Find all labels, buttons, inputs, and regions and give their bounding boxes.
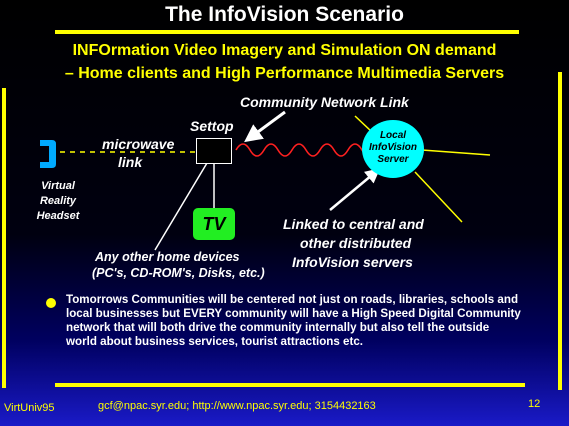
server-label-3: Server [377,154,409,165]
server-label-2: InfoVision [369,142,417,153]
settop-box [196,138,232,164]
headset-label-1: Virtual [41,180,75,192]
bullet-paragraph: Tomorrows Communities will be centered n… [66,293,521,348]
slide-title: The InfoVision Scenario [165,3,404,26]
settop-devices-line [154,162,208,251]
footer-left: VirtUniv95 [4,402,55,414]
linked-label-2: other distributed [300,235,412,251]
bottom-bar [55,383,525,387]
community-link-arrow [244,110,286,143]
server-line-right [421,149,491,156]
title-underline [55,30,519,34]
server-label-1: Local [379,130,407,141]
tv-box: TV [193,208,235,240]
linked-label-1: Linked to central and [283,216,424,232]
server-line-down [414,171,463,223]
vr-headset-icon [40,140,56,168]
footer-center: gcf@npac.syr.edu; http://www.npac.syr.ed… [98,400,376,412]
linked-arrow [329,168,381,211]
bullet-icon [46,298,56,308]
settop-label: Settop [190,118,234,134]
home-devices-label-1: Any other home devices [95,250,240,264]
page-number: 12 [528,398,541,410]
subtitle-line-1: INFOrmation Video Imagery and Simulation… [72,42,497,59]
headset-label-3: Headset [36,210,80,222]
headset-label-2: Reality [39,195,77,207]
home-devices-label-2: (PC's, CD-ROM's, Disks, etc.) [92,266,265,280]
microwave-label-1: microwave [102,136,175,152]
left-side-bar [2,88,6,388]
linked-label-3: InfoVision servers [292,254,413,270]
right-side-bar [558,72,562,390]
subtitle-line-2: – Home clients and High Performance Mult… [64,65,505,82]
network-wave [235,143,377,157]
local-infovision-server: Local InfoVision Server [362,120,424,178]
microwave-label-2: link [118,154,143,170]
community-link-label: Community Network Link [240,94,409,110]
